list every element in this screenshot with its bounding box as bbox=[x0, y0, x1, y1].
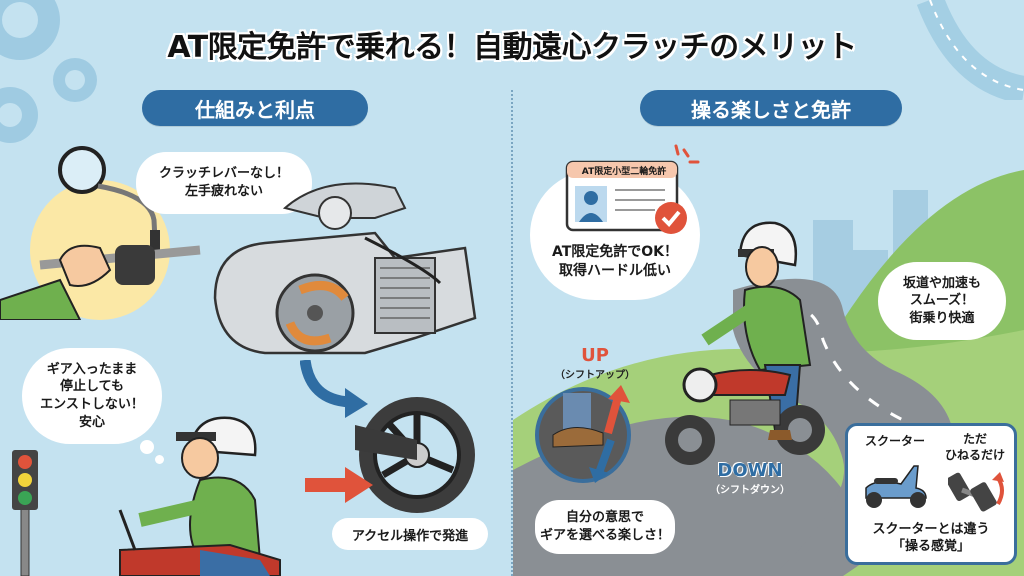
handlebar-illustration-icon bbox=[0, 146, 201, 320]
flow-arrow-blue-icon bbox=[300, 360, 368, 418]
gears-decoration-icon bbox=[0, 0, 97, 143]
rider-riding-illustration-icon bbox=[665, 221, 825, 465]
smooth-bubble-line3: 街乗り快適 bbox=[909, 310, 975, 326]
smooth-bubble-line1: 坂道や加速も bbox=[902, 275, 981, 291]
twist-throttle-icon bbox=[948, 472, 1004, 512]
scooter-icon bbox=[865, 465, 927, 508]
scooter-caption-line2: 「操る感覚」 bbox=[891, 538, 970, 554]
license-card-header: AT限定小型二輪免許 bbox=[581, 167, 667, 177]
shift-up-subtext: （シフトアップ） bbox=[555, 370, 635, 381]
scooter-label: スクーター bbox=[864, 434, 925, 448]
scooter-comparison-box: スクーター ただ ひねるだけ スクーターとは違う 「操る感覚」 bbox=[845, 423, 1017, 565]
scooter-caption-line1: スクーターとは違う bbox=[872, 522, 990, 537]
twist-line1: ただ bbox=[962, 432, 987, 446]
section-heading-left-label: 仕組みと利点 bbox=[195, 97, 315, 122]
road-decoration-icon bbox=[916, 0, 1024, 100]
thought-dot-small bbox=[155, 455, 164, 464]
smooth-bubble-line2: スムーズ！ bbox=[909, 293, 975, 309]
section-heading-right-label: 操る楽しさと免許 bbox=[691, 97, 851, 122]
clutch-bubble-line2: 左手疲れない bbox=[184, 184, 263, 199]
gear-bubble-line2: ギアを選べる楽しさ！ bbox=[539, 528, 670, 543]
page-title: AT限定免許で乗れる！自動遠心クラッチのメリット bbox=[167, 30, 857, 65]
shift-up-text: UP bbox=[581, 345, 609, 366]
shift-pedal-closeup-icon bbox=[535, 385, 631, 483]
gear-bubble-line1: 自分の意思で bbox=[565, 510, 644, 526]
shift-up-label: UP （シフトアップ） bbox=[555, 345, 635, 381]
gear-choice-bubble: 自分の意思で ギアを選べる楽しさ！ bbox=[535, 500, 675, 554]
engine-illustration-icon bbox=[213, 182, 477, 355]
attention-marks-icon bbox=[674, 144, 700, 164]
shift-down-text: DOWN bbox=[717, 460, 783, 481]
thought-dot-large bbox=[140, 440, 154, 454]
flow-arrow-red-icon bbox=[305, 467, 373, 503]
smooth-ride-bubble: 坂道や加速も スムーズ！ 街乗り快適 bbox=[878, 262, 1006, 340]
license-bubble-line1: AT限定免許でOK！ bbox=[551, 244, 679, 260]
rear-wheel-illustration-icon bbox=[355, 397, 475, 513]
stall-bubble-line4: 安心 bbox=[78, 414, 105, 430]
accelerate-label-text: アクセル操作で発進 bbox=[351, 528, 469, 544]
no-stall-thought-bubble: ギア入ったまま 停止しても エンストしない！ 安心 bbox=[22, 348, 162, 444]
stall-bubble-line2: 停止しても bbox=[60, 379, 124, 395]
stall-bubble-line3: エンストしない！ bbox=[40, 397, 144, 412]
twist-line2: ひねるだけ bbox=[944, 447, 1005, 462]
clutch-lever-bubble: クラッチレバーなし！ 左手疲れない bbox=[136, 152, 312, 214]
clutch-bubble-line1: クラッチレバーなし！ bbox=[158, 166, 289, 182]
license-bubble-line2: 取得ハードル低い bbox=[559, 262, 671, 279]
section-heading-left: 仕組みと利点 bbox=[142, 90, 368, 126]
scooter-caption: スクーターとは違う 「操る感覚」 bbox=[848, 522, 1014, 556]
license-bubble-text: AT限定免許でOK！ 取得ハードル低い bbox=[535, 243, 695, 281]
traffic-light-icon bbox=[12, 450, 38, 576]
shift-down-label: DOWN （シフトダウン） bbox=[700, 460, 800, 496]
accelerate-label: アクセル操作で発進 bbox=[332, 518, 488, 550]
twist-label: ただ ひねるだけ bbox=[940, 432, 1010, 463]
shift-down-subtext: （シフトダウン） bbox=[710, 485, 790, 496]
license-card-icon bbox=[565, 160, 687, 234]
stall-bubble-line1: ギア入ったまま bbox=[46, 361, 138, 377]
section-divider bbox=[511, 90, 513, 576]
section-heading-right: 操る楽しさと免許 bbox=[640, 90, 902, 126]
rider-stopped-illustration-icon bbox=[118, 416, 281, 576]
